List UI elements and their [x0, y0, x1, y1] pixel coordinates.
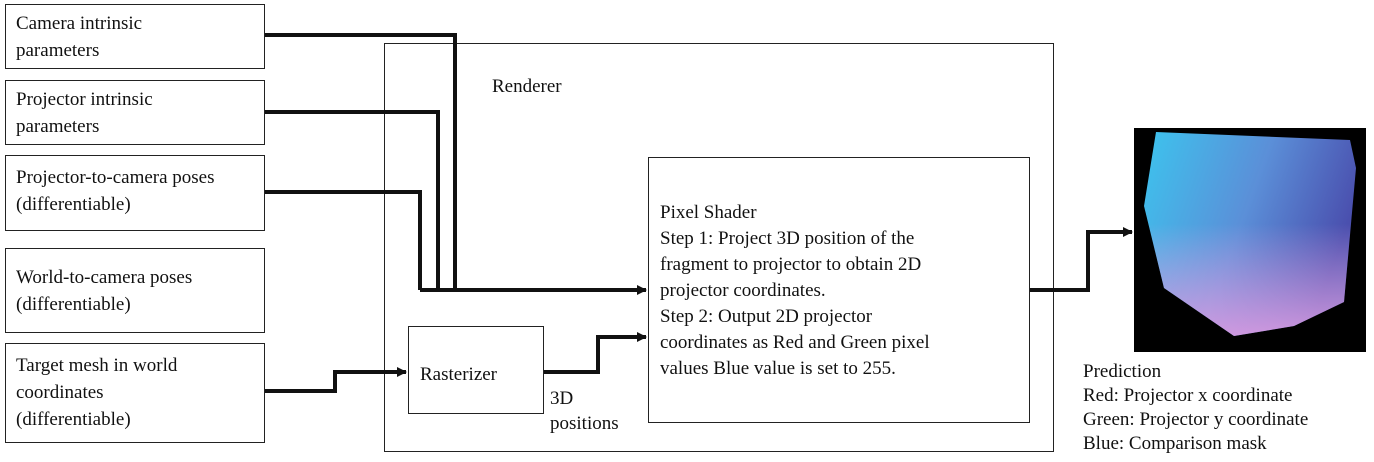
projector-to-camera-box [5, 155, 265, 231]
wire-mesh-to-rasterizer [265, 367, 407, 393]
rasterizer-box [408, 326, 544, 414]
prediction-caption: Prediction Red: Projector x coordinate G… [1083, 361, 1309, 454]
wire-projector-intrinsic [265, 110, 440, 290]
pixel-shader-box [648, 157, 1030, 423]
rasterizer-label: Rasterizer [420, 364, 498, 385]
projector-intrinsic-box [5, 80, 265, 145]
target-mesh-box [5, 343, 265, 443]
target-mesh-label: Target mesh in world coordinates (differ… [16, 355, 178, 430]
camera-intrinsic-label: Camera intrinsic parameters [16, 13, 143, 61]
wire-shader-to-prediction [1030, 227, 1133, 292]
wire-camera-intrinsic [265, 33, 457, 290]
wire-projector-to-camera [265, 190, 422, 290]
projector-intrinsic-label: Projector intrinsic parameters [16, 89, 153, 137]
pixel-shader-label: Pixel Shader Step 1: Project 3D position… [660, 202, 930, 379]
prediction-image [1134, 128, 1366, 352]
world-to-camera-label: World-to-camera poses (differentiable) [16, 267, 193, 315]
camera-intrinsic-box [5, 4, 265, 69]
projector-to-camera-label: Projector-to-camera poses (differentiabl… [16, 167, 215, 215]
world-to-camera-box [5, 248, 265, 333]
prediction-quad [1144, 132, 1356, 336]
wire-rasterizer-to-shader [544, 332, 647, 374]
renderer-title: Renderer [492, 76, 562, 97]
positions-label: 3D positions [550, 388, 619, 434]
